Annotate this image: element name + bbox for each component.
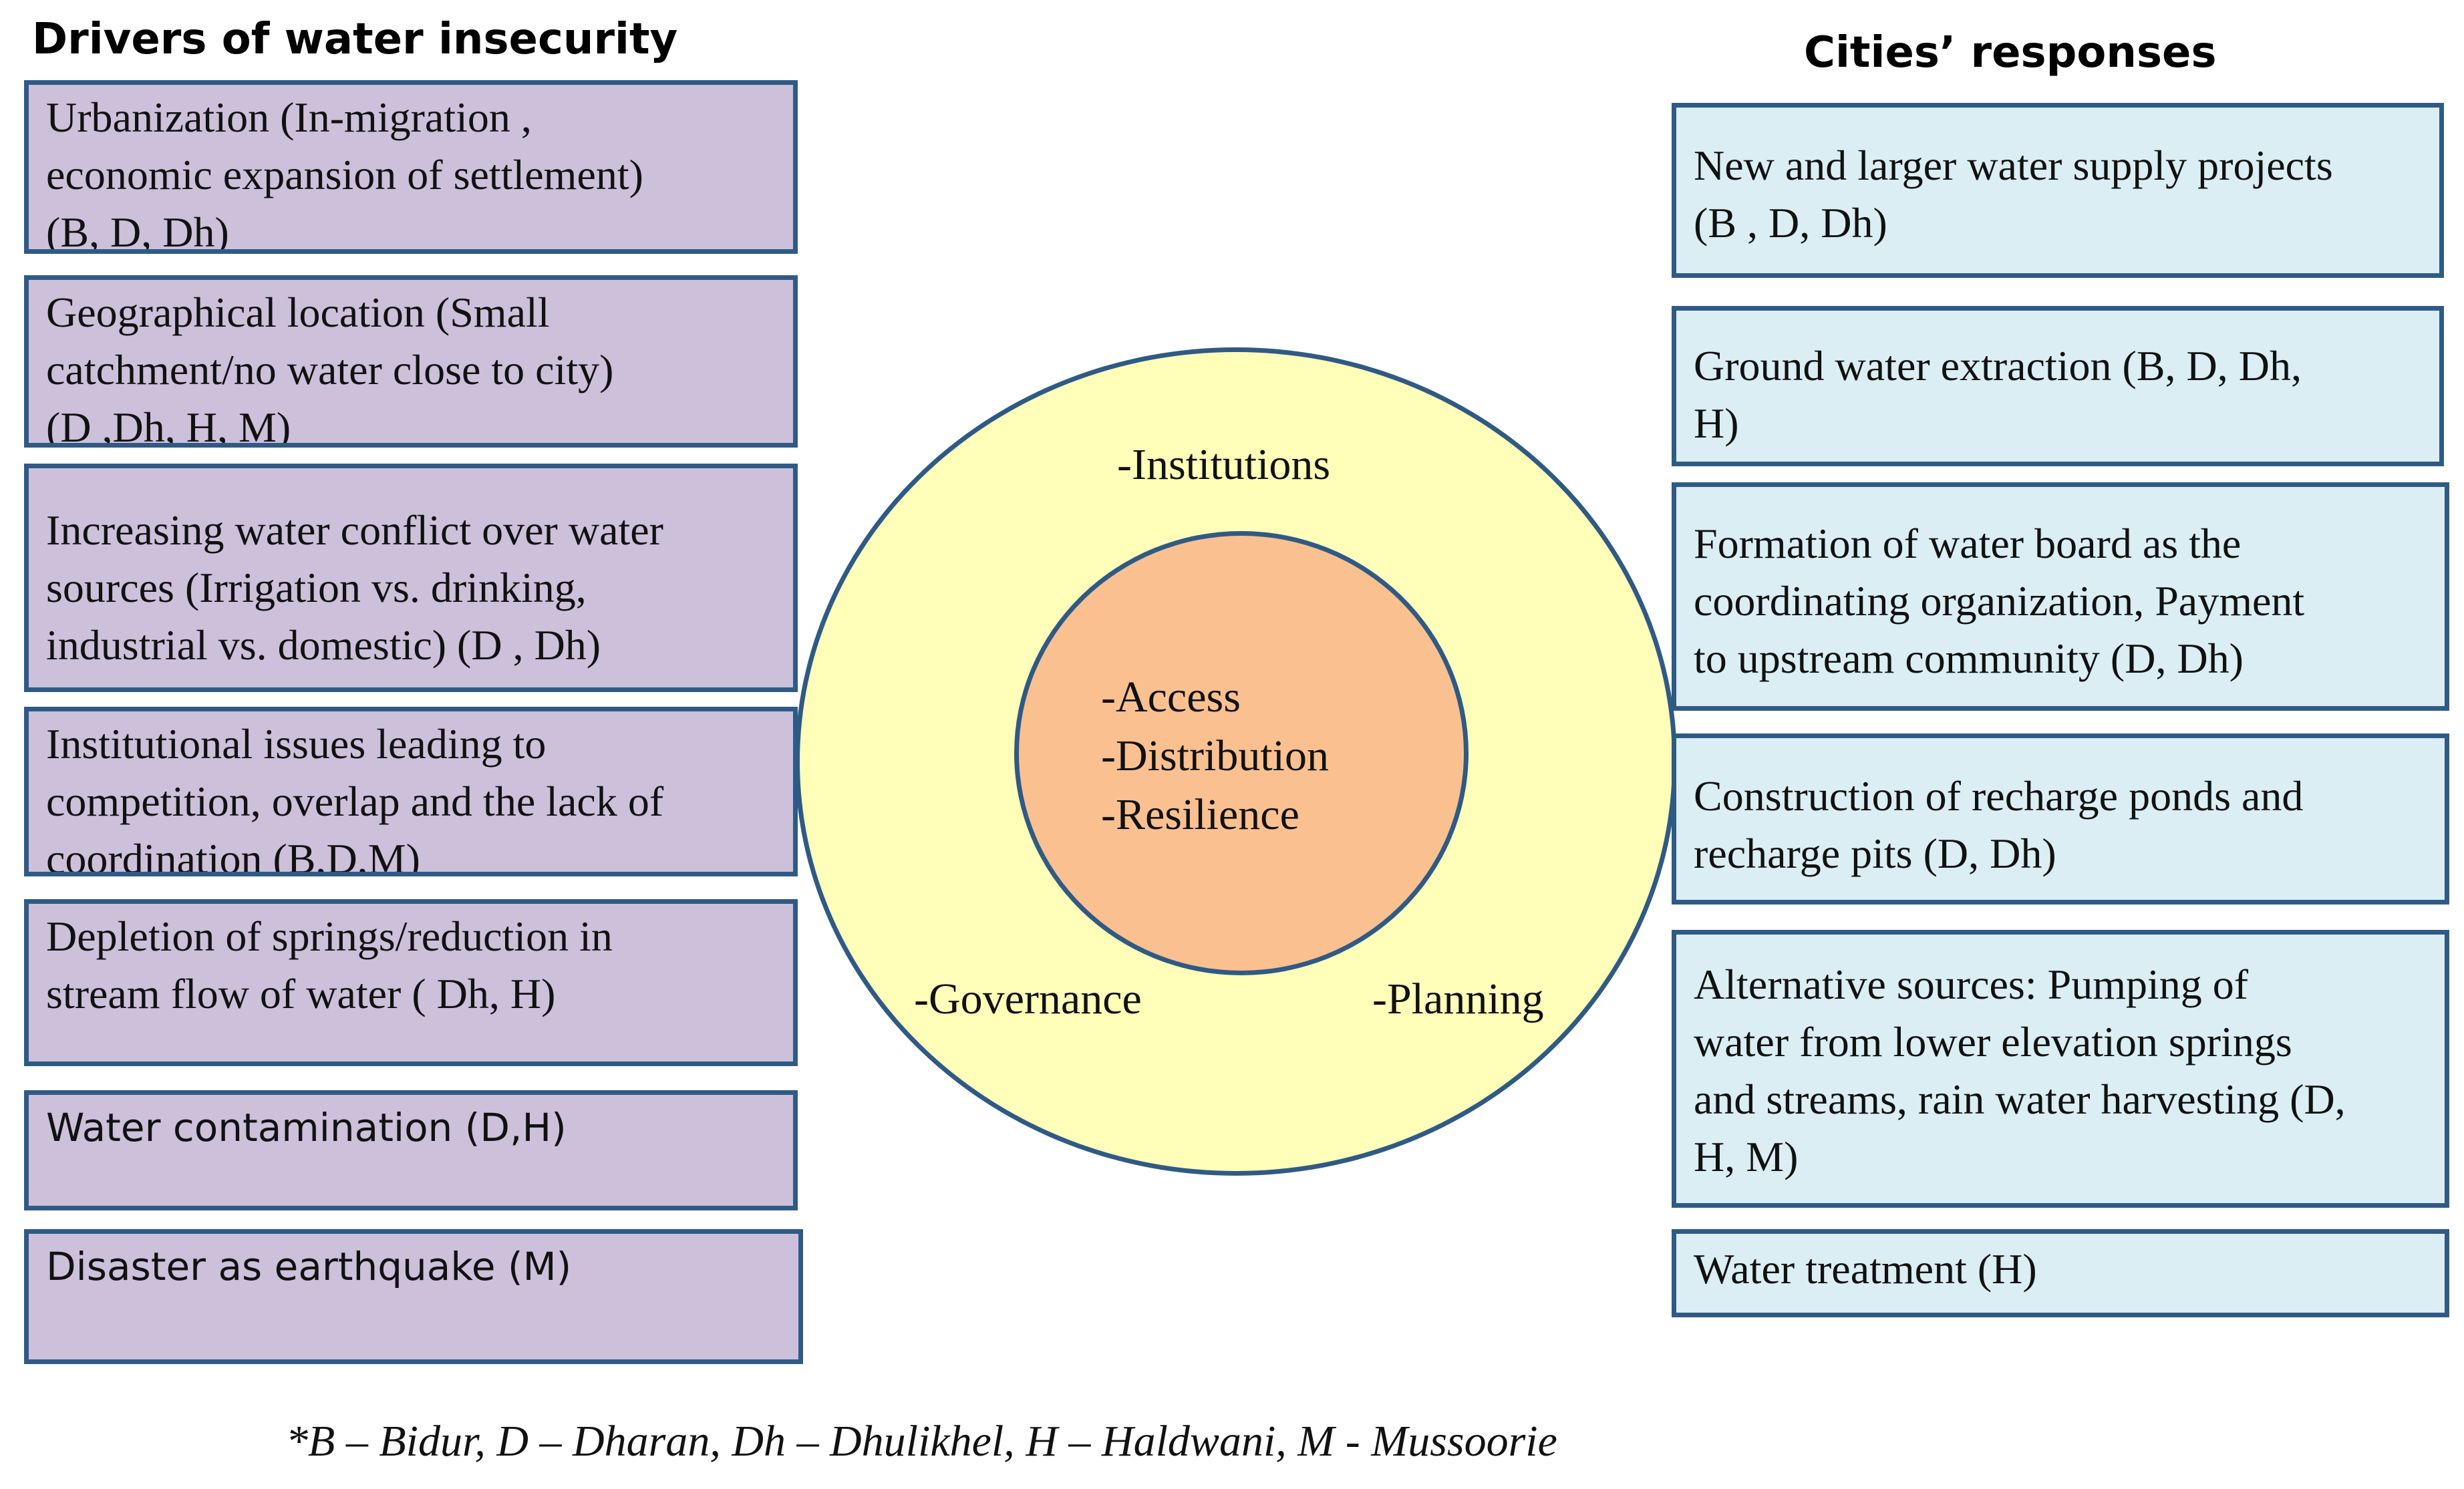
response-text-line: H) bbox=[1694, 399, 1739, 447]
driver-box-urbanization: Urbanization (In-migration , economic ex… bbox=[24, 80, 798, 254]
response-box-ground-water-extraction: Ground water extraction (B, D, Dh, H) bbox=[1672, 306, 2444, 466]
driver-text-line: Institutional issues leading to bbox=[46, 720, 547, 768]
driver-text-line: Urbanization (In-migration , bbox=[46, 94, 532, 141]
driver-box-geographical-location: Geographical location (Small catchment/n… bbox=[24, 275, 798, 448]
response-box-water-supply-projects: New and larger water supply projects (B … bbox=[1672, 103, 2444, 278]
driver-text-line: sources (Irrigation vs. drinking, bbox=[46, 564, 587, 611]
response-box-water-board: Formation of water board as the coordina… bbox=[1672, 482, 2449, 711]
response-text-line: Ground water extraction (B, D, Dh, bbox=[1694, 342, 2302, 389]
responses-heading: Cities’ responses bbox=[1804, 28, 2217, 77]
driver-box-water-contamination: Water contamination (D,H) bbox=[24, 1090, 798, 1210]
label-planning: -Planning bbox=[1372, 975, 1544, 1023]
driver-text-line: (B, D, Dh) bbox=[46, 208, 229, 254]
response-text-line: to upstream community (D, Dh) bbox=[1694, 635, 2244, 682]
response-box-water-treatment: Water treatment (H) bbox=[1672, 1229, 2449, 1317]
response-text-line: New and larger water supply projects bbox=[1694, 142, 2333, 189]
response-text-line: Construction of recharge ponds and bbox=[1694, 772, 2304, 820]
response-text-line: Formation of water board as the bbox=[1694, 520, 2242, 567]
label-resilience: -Resilience bbox=[1101, 790, 1299, 839]
response-text-line: coordinating organization, Payment bbox=[1694, 577, 2305, 625]
response-text-line: Alternative sources: Pumping of bbox=[1694, 961, 2249, 1008]
response-text-line: water from lower elevation springs bbox=[1694, 1018, 2292, 1065]
driver-text-line: Water contamination (D,H) bbox=[46, 1105, 567, 1150]
label-governance: -Governance bbox=[914, 975, 1142, 1023]
footnote: *B – Bidur, D – Dharan, Dh – Dhulikhel, … bbox=[286, 1417, 1557, 1466]
driver-text-line: stream flow of water ( Dh, H) bbox=[46, 970, 556, 1017]
driver-box-water-conflict: Increasing water conflict over water sou… bbox=[24, 464, 798, 692]
driver-box-depletion-of-springs: Depletion of springs/reduction in stream… bbox=[24, 899, 798, 1066]
driver-text-line: coordination (B,D,M) bbox=[46, 835, 420, 876]
label-distribution: -Distribution bbox=[1101, 731, 1329, 780]
response-text-line: (B , D, Dh) bbox=[1694, 199, 1887, 246]
response-text-line: recharge pits (D, Dh) bbox=[1694, 830, 2056, 877]
driver-text-line: Geographical location (Small bbox=[46, 289, 550, 336]
inner-circle bbox=[1014, 531, 1469, 975]
driver-text-line: economic expansion of settlement) bbox=[46, 151, 643, 198]
driver-text-line: Depletion of springs/reduction in bbox=[46, 913, 613, 960]
inner-labels: -Access -Distribution -Resilience bbox=[1101, 668, 1329, 844]
label-institutions: -Institutions bbox=[1117, 440, 1331, 489]
response-box-alternative-sources: Alternative sources: Pumping of water fr… bbox=[1672, 930, 2449, 1208]
driver-text-line: Increasing water conflict over water bbox=[46, 506, 663, 554]
response-text-line: H, M) bbox=[1694, 1133, 1799, 1180]
response-box-recharge-ponds: Construction of recharge ponds and recha… bbox=[1672, 733, 2449, 904]
drivers-heading: Drivers of water insecurity bbox=[32, 15, 678, 64]
driver-text-line: (D ,Dh, H, M) bbox=[46, 403, 291, 448]
driver-box-earthquake: Disaster as earthquake (M) bbox=[24, 1229, 803, 1364]
driver-text-line: Disaster as earthquake (M) bbox=[46, 1244, 572, 1289]
driver-text-line: competition, overlap and the lack of bbox=[46, 778, 664, 825]
response-text-line: Water treatment (H) bbox=[1694, 1245, 2037, 1293]
driver-box-institutional-issues: Institutional issues leading to competit… bbox=[24, 707, 798, 876]
driver-text-line: industrial vs. domestic) (D , Dh) bbox=[46, 621, 601, 669]
label-access: -Access bbox=[1101, 673, 1241, 721]
driver-text-line: catchment/no water close to city) bbox=[46, 346, 614, 393]
response-text-line: and streams, rain water harvesting (D, bbox=[1694, 1076, 2346, 1123]
